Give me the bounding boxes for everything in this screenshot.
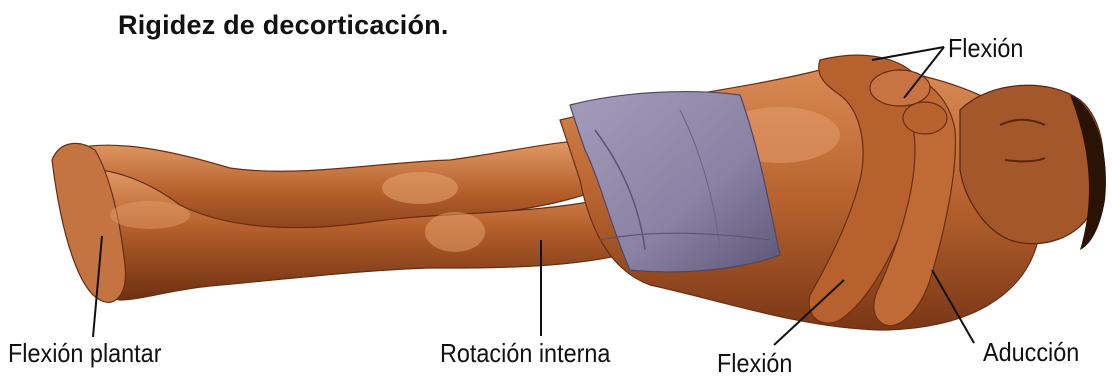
label-flexion-plantar: Flexión plantar [8, 338, 161, 369]
label-flexion-bottom: Flexión [717, 348, 792, 379]
pointer-line-flexion-top-a [872, 47, 944, 60]
legs [52, 140, 640, 302]
label-rotacion-interna: Rotación interna [440, 338, 610, 369]
figure-title: Rigidez de decorticación. [118, 10, 449, 41]
label-aduccion: Aducción [983, 337, 1079, 368]
label-flexion-top: Flexión [948, 33, 1023, 64]
